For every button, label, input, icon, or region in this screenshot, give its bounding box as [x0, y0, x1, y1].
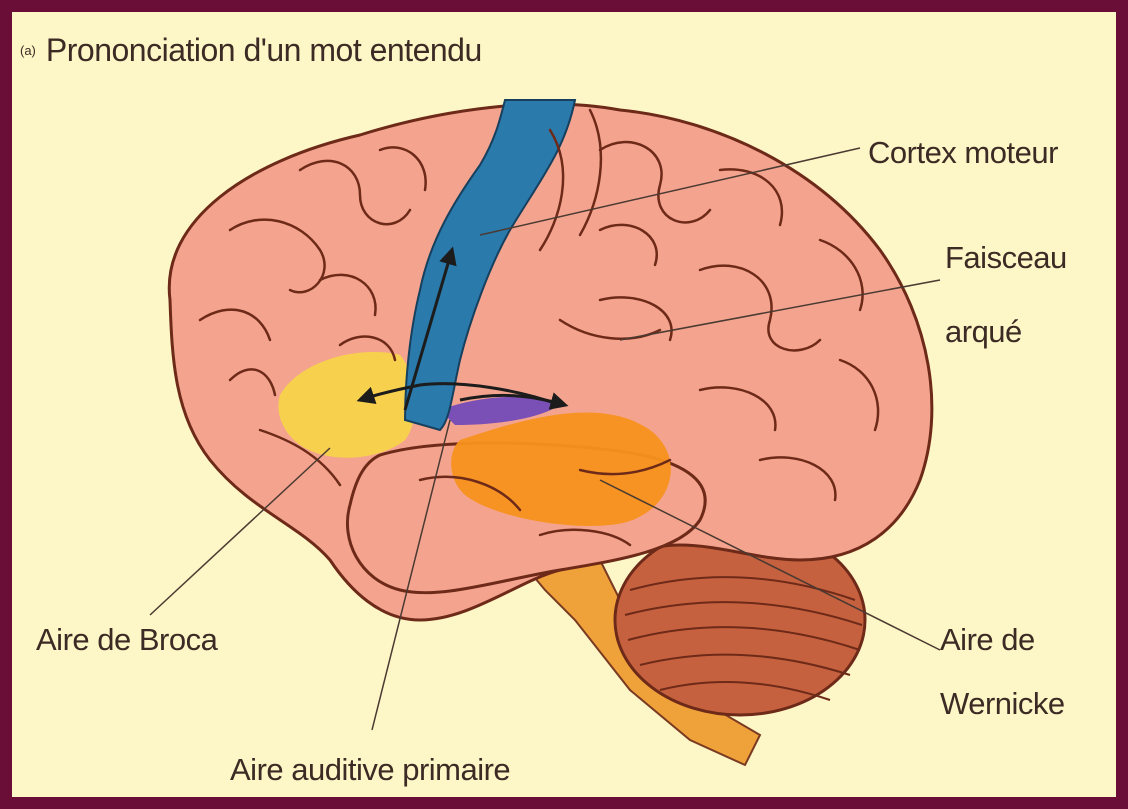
figure-title-text: Prononciation d'un mot entendu — [46, 32, 482, 69]
label-aire-de: Aire de — [940, 622, 1035, 659]
label-aire-auditive: Aire auditive primaire — [230, 752, 510, 789]
label-cortex-moteur: Cortex moteur — [868, 135, 1058, 172]
figure-letter: (a) — [20, 43, 36, 58]
figure-title: (a) Prononciation d'un mot entendu — [20, 32, 482, 69]
label-wernicke: Wernicke — [940, 686, 1065, 723]
label-aire-broca: Aire de Broca — [36, 622, 217, 659]
label-faisceau: Faisceau — [945, 240, 1067, 277]
label-arque: arqué — [945, 314, 1022, 351]
